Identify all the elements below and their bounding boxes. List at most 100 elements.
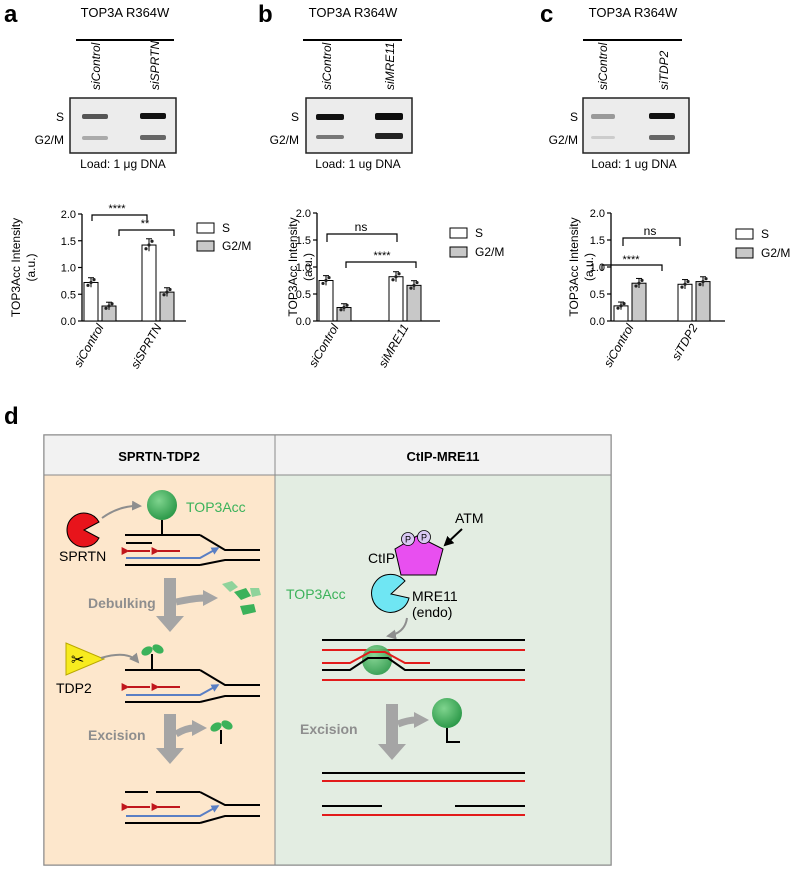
legend-c: S G2/M — [735, 227, 790, 260]
sprtn-protein-icon — [66, 512, 100, 548]
band — [375, 133, 403, 139]
dna-strand — [199, 695, 260, 703]
y-tick-label: 0.0 — [61, 316, 76, 328]
excision-label: Excision — [300, 721, 358, 737]
legend-swatch-s — [449, 227, 468, 239]
gel-label-s: S — [570, 110, 578, 124]
peptide-leaf-icon — [141, 646, 153, 656]
data-point — [394, 275, 398, 279]
lane-label-sisprtn: siSPRTN — [148, 41, 162, 90]
bar — [318, 280, 334, 322]
grey-arrow-head — [156, 748, 184, 764]
grey-branch-head — [203, 590, 218, 606]
sig-label: **** — [622, 254, 640, 266]
curved-arrow — [101, 500, 142, 519]
data-point — [637, 281, 641, 285]
data-point — [150, 239, 154, 243]
panel-c-letter: c — [540, 1, 553, 28]
y-axis-label: TOP3Acc Intensity — [9, 218, 23, 317]
data-point — [619, 304, 623, 308]
grey-branch-arrow — [396, 716, 417, 728]
mre11-endo-label: (endo) — [412, 604, 452, 620]
band — [649, 135, 675, 140]
band — [316, 114, 344, 120]
band — [82, 114, 108, 119]
dna-strand — [199, 815, 260, 824]
data-point — [640, 278, 644, 282]
legend-label: G2/M — [222, 239, 251, 253]
protein-fragment-icon — [250, 588, 261, 597]
legend-label: S — [761, 227, 769, 241]
peptide-leaf-icon — [221, 720, 233, 730]
legend-label: G2/M — [475, 245, 504, 259]
legend-swatch-g2m — [196, 240, 215, 252]
y-tick-label: 2.0 — [590, 208, 605, 220]
data-point — [144, 247, 148, 251]
gel-label-g2m: G2/M — [35, 133, 64, 147]
data-point — [147, 243, 151, 247]
scissors-icon: ✂ — [71, 652, 84, 669]
significance-bracket — [622, 237, 681, 246]
significance-bracket — [326, 233, 398, 242]
ctip-label: CtIP — [368, 550, 395, 566]
top3acc-released-icon — [432, 698, 462, 728]
phospho-icon — [417, 530, 431, 544]
panel-b-letter: b — [258, 1, 273, 28]
y-tick-label: 1.0 — [61, 263, 76, 275]
protein-fragment-icon — [240, 604, 256, 615]
y-tick-label: 0.5 — [296, 289, 311, 301]
data-point — [412, 283, 416, 287]
band — [140, 135, 166, 140]
legend-b: S G2/M — [449, 226, 504, 259]
left-title: SPRTN-TDP2 — [118, 449, 200, 464]
legend-label: S — [222, 221, 230, 235]
y-tick-label: 1.5 — [590, 235, 605, 247]
y-tick-label: 1.0 — [296, 262, 311, 274]
right-title: CtIP-MRE11 — [407, 449, 480, 464]
data-point — [409, 286, 413, 290]
protein-fragment-icon — [222, 581, 238, 592]
lane-label-sicontrol: siControl — [89, 42, 103, 90]
data-point — [86, 283, 90, 287]
sig-label: ** — [141, 218, 150, 230]
grey-arrow-shaft — [386, 704, 398, 744]
phospho-label: P — [405, 535, 411, 545]
panel-d-letter: d — [4, 403, 19, 430]
tdp2-label: TDP2 — [56, 680, 92, 696]
significance-bracket — [345, 261, 417, 268]
tdp2-protein-icon — [65, 642, 106, 676]
panel-a-gel: a TOP3A R364W siControl siSPRTN S G2/M L… — [4, 1, 177, 171]
top3acc-label: TOP3Acc — [186, 499, 246, 515]
y-tick-label: 0.0 — [296, 316, 311, 328]
significance-bracket — [601, 264, 663, 271]
band — [375, 113, 403, 120]
y-axis-label-unit: (a.u.) — [301, 253, 315, 281]
atm-label: ATM — [455, 510, 484, 526]
data-point — [107, 304, 111, 308]
bar — [388, 276, 404, 322]
y-tick-label: 2.0 — [296, 208, 311, 220]
data-point — [701, 279, 705, 284]
gel-label-s: S — [56, 110, 64, 124]
top3acc-label: TOP3Acc — [286, 586, 346, 602]
sprtn-pathway: SPRTN TOP3Acc Debulking ✂ TDP2 — [56, 490, 261, 824]
data-point — [397, 272, 401, 276]
gel-label-g2m: G2/M — [549, 133, 578, 147]
y-tick-label: 1.5 — [61, 236, 76, 248]
dna-strand — [199, 791, 260, 806]
grey-arrow-shaft — [164, 714, 176, 748]
right-header — [274, 434, 612, 476]
legend-a: S G2/M — [196, 221, 251, 253]
data-point — [165, 290, 169, 294]
y-tick-label: 0.0 — [590, 316, 605, 328]
panel-a-letter: a — [4, 1, 18, 28]
lane-label-simre11: siMRE11 — [383, 42, 397, 90]
black-strand-cross — [322, 657, 525, 671]
gel-image — [305, 97, 413, 154]
panel-b-construct: TOP3A R364W — [309, 5, 398, 20]
panel-c-construct: TOP3A R364W — [589, 5, 678, 20]
y-axis-label: TOP3Acc Intensity — [286, 217, 300, 316]
y-axis-label-unit: (a.u.) — [582, 253, 596, 281]
legend-swatch-s — [735, 228, 754, 240]
panel-b-gel: b TOP3A R364W siControl siMRE11 S G2/M L… — [258, 1, 413, 171]
